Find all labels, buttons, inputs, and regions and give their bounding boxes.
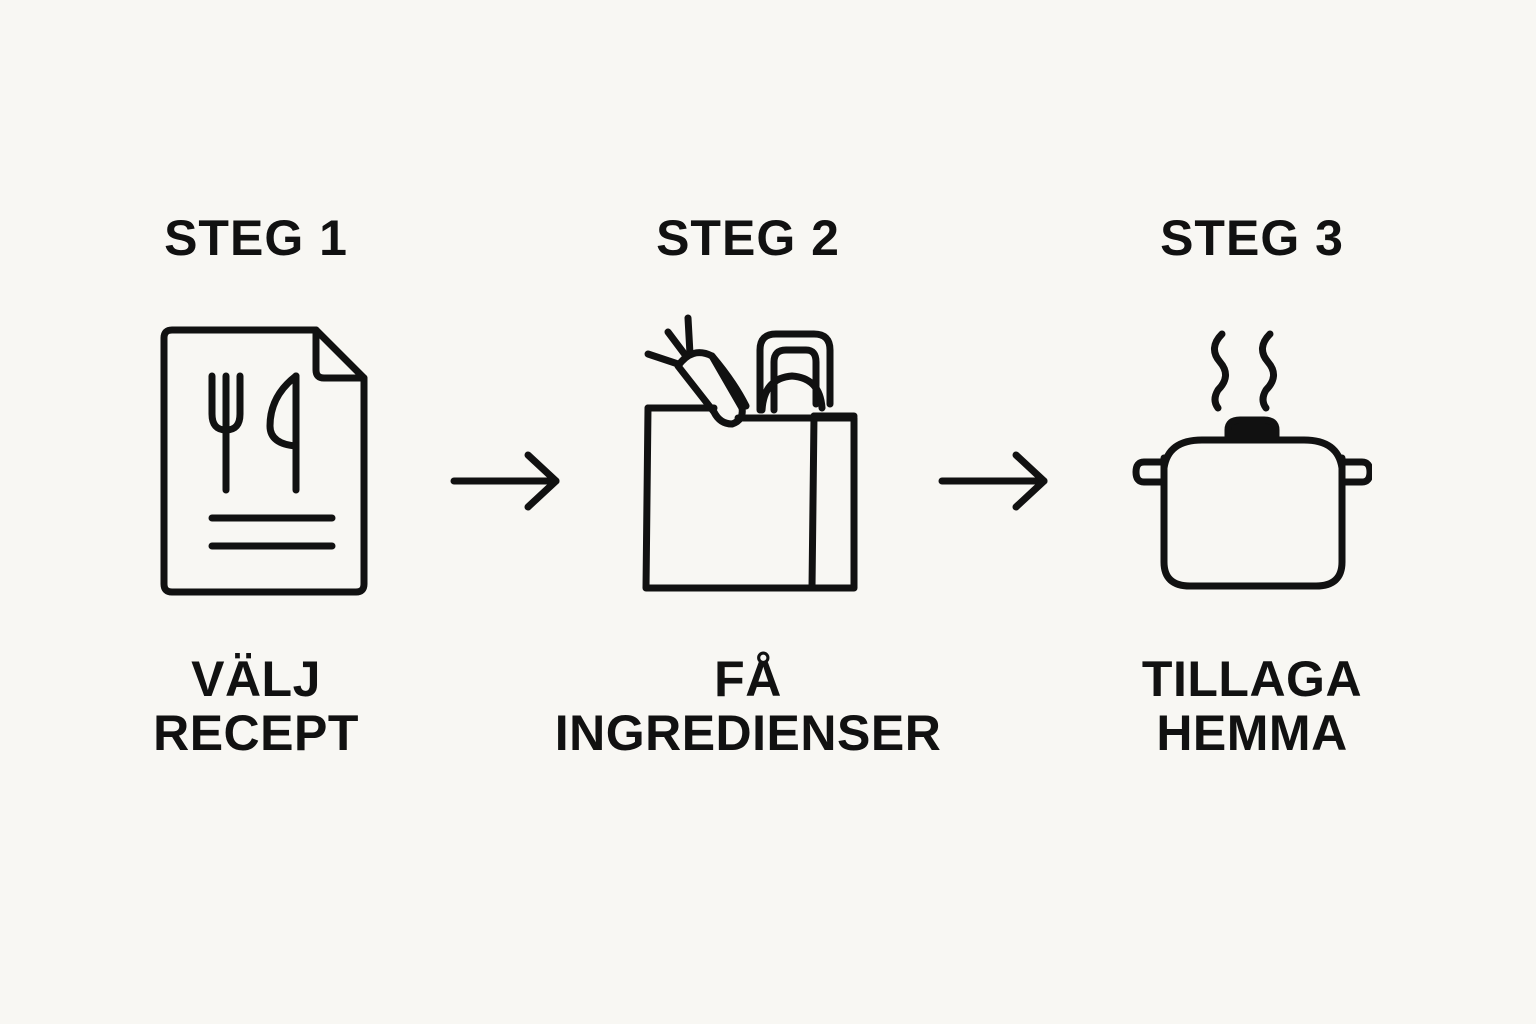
caption-line: RECEPT xyxy=(153,705,359,761)
step-caption: FÅ INGREDIENSER xyxy=(528,652,968,760)
step-caption: TILLAGA HEMMA xyxy=(1032,652,1472,760)
caption-line: TILLAGA xyxy=(1141,651,1363,707)
arrow-right-icon xyxy=(446,451,566,511)
cooking-pot-icon xyxy=(1132,312,1372,602)
step-title: STEG 2 xyxy=(656,210,840,266)
grocery-bag-icon xyxy=(628,312,868,602)
step-caption: VÄLJ RECEPT xyxy=(36,652,476,760)
step-3: STEG 3 TILLAGA HEMMA xyxy=(1032,200,1472,800)
step-1: STEG 1 VÄLJ RECEPT xyxy=(36,200,476,800)
step-2: STEG 2 FÅ xyxy=(528,200,968,800)
recipe-document-icon xyxy=(136,312,376,602)
caption-line: VÄLJ xyxy=(191,651,321,707)
caption-line: HEMMA xyxy=(1156,705,1348,761)
caption-line: FÅ xyxy=(714,651,782,707)
arrow-right-icon xyxy=(934,451,1054,511)
step-title: STEG 3 xyxy=(1160,210,1344,266)
caption-line: INGREDIENSER xyxy=(554,705,942,761)
step-title: STEG 1 xyxy=(164,210,348,266)
